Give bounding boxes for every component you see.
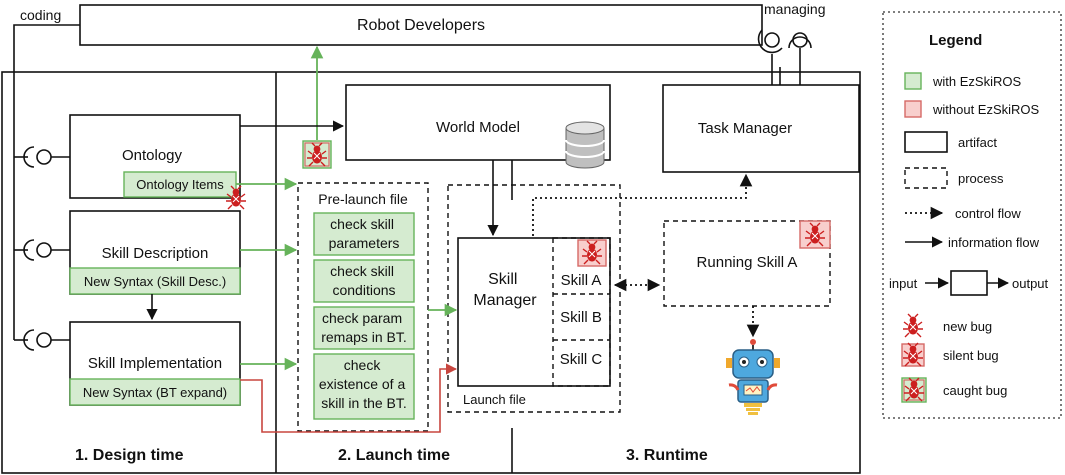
launch-file-box	[447, 184, 621, 413]
legend-green-swatch	[904, 72, 922, 90]
skill-a-label: Skill A	[561, 272, 602, 289]
new-syntax-desc-label: New Syntax (Skill Desc.)	[84, 274, 226, 289]
legend-silent-bug: silent bug	[943, 348, 999, 363]
interface-sockets	[14, 146, 70, 351]
legend-info-flow: information flow	[948, 235, 1040, 250]
coding-connector	[13, 24, 80, 340]
prelaunch-file-box	[297, 182, 429, 432]
legend-input: input	[889, 276, 918, 291]
check-existence-label: check existence of a skill in the BT.	[319, 357, 409, 411]
runtime-label: 3. Runtime	[626, 447, 708, 464]
legend-artifact: artifact	[958, 135, 997, 150]
legend-process: process	[958, 171, 1004, 186]
running-skill-box	[663, 220, 831, 307]
task-manager-label: Task Manager	[698, 120, 792, 137]
skill-b-label: Skill B	[560, 309, 602, 326]
check-remaps-box	[313, 306, 415, 350]
legend-without: without EzSkiROS	[932, 102, 1040, 117]
skill-implementation-label: Skill Implementation	[88, 355, 222, 372]
robot-developers-box	[79, 4, 763, 46]
legend-title: Legend	[929, 32, 982, 49]
check-parameters-box	[313, 212, 415, 256]
legend-red-swatch	[904, 100, 922, 118]
robot-icon	[726, 339, 780, 415]
legend-process-swatch	[904, 167, 948, 189]
design-time-label: 1. Design time	[75, 447, 184, 464]
new-syntax-desc-box	[69, 267, 241, 295]
legend-artifact-swatch	[904, 131, 948, 153]
managing-label: managing	[764, 1, 826, 17]
legend-io-box	[950, 270, 988, 296]
skill-description-label: Skill Description	[102, 245, 209, 262]
legend-with: with EzSkiROS	[932, 74, 1021, 89]
legend-caught-bug: caught bug	[943, 383, 1007, 398]
legend-new-bug: new bug	[943, 319, 992, 334]
coding-label: coding	[20, 7, 61, 23]
check-remaps-label: check param remaps in BT.	[321, 310, 407, 345]
database-icon	[565, 121, 605, 169]
skills-column	[552, 237, 611, 387]
check-conditions-box	[313, 259, 415, 303]
without-ezskiros-arrow	[240, 363, 458, 433]
check-conditions-label: check skill conditions	[330, 263, 398, 298]
ontology-items-label: Ontology Items	[136, 177, 224, 192]
new-syntax-bt-label: New Syntax (BT expand)	[83, 385, 227, 400]
control-flow-to-task-manager	[532, 173, 753, 236]
skill-c-label: Skill C	[560, 351, 603, 368]
robot-developers-label: Robot Developers	[357, 17, 485, 34]
new-syntax-bt-box	[69, 378, 241, 406]
launch-time-label: 2. Launch time	[338, 447, 450, 464]
phases-frame	[1, 71, 861, 474]
task-manager-box	[662, 84, 860, 173]
ontology-label: Ontology	[122, 147, 183, 164]
legend-output: output	[1012, 276, 1049, 291]
skill-manager-label: Skill Manager	[473, 271, 537, 309]
check-existence-box	[313, 353, 415, 420]
world-model-label: World Model	[436, 119, 520, 136]
prelaunch-file-label: Pre-launch file	[318, 191, 408, 207]
managing-sockets	[757, 29, 812, 85]
launch-file-label: Launch file	[463, 392, 526, 407]
legend-control-flow: control flow	[955, 206, 1021, 221]
running-skill-label: Running Skill A	[697, 254, 798, 271]
check-parameters-label: check skill parameters	[329, 216, 400, 251]
